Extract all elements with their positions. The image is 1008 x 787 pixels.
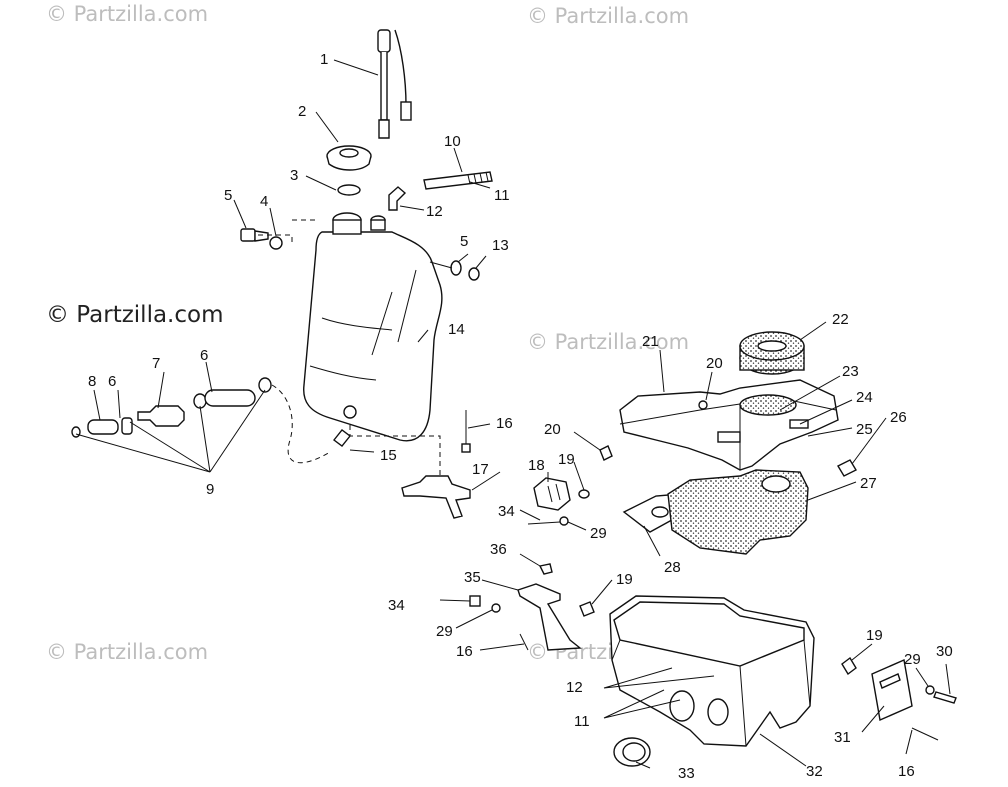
- bolt-lower-right-part: [911, 727, 939, 741]
- outlet-fitting-part: [333, 429, 351, 447]
- callout-5b: 5: [460, 233, 468, 250]
- callout-20: 20: [544, 421, 561, 438]
- airbox-housing-part: [609, 595, 815, 747]
- callout-7: 7: [152, 355, 160, 372]
- tank-bolt-left-part: [240, 219, 318, 250]
- fuel-tank-part: [303, 212, 443, 442]
- callout-4: 4: [260, 193, 268, 210]
- callout-28: 28: [664, 559, 681, 576]
- clamp-upper-part: [698, 400, 708, 410]
- fuel-pump-part: [527, 477, 590, 526]
- callout-6b: 6: [200, 347, 208, 364]
- tank-fastener-right-part: [429, 260, 480, 281]
- callout-labels: 1 2 3 4 5 5 6 6 7 8 9 10 11 12 13 14 15 …: [88, 51, 953, 782]
- cap-gasket-part: [337, 184, 361, 196]
- callout-2: 2: [298, 103, 306, 120]
- callout-30: 30: [936, 643, 953, 660]
- callout-31: 31: [834, 729, 851, 746]
- watermark-top-center: © Partzilla.com: [527, 4, 690, 28]
- callout-26: 26: [890, 409, 907, 426]
- watermark-top-left: © Partzilla.com: [46, 2, 209, 26]
- callout-16: 16: [496, 415, 513, 432]
- intake-screen-part: [739, 394, 797, 416]
- grommet-left-part: [579, 601, 595, 617]
- bolt-upper-part: [461, 410, 471, 453]
- callout-1: 1: [320, 51, 328, 68]
- callout-18: 18: [528, 457, 545, 474]
- mount-plate-part: [871, 659, 913, 721]
- callout-8: 8: [88, 373, 96, 390]
- callout-22: 22: [832, 311, 849, 328]
- callout-35: 35: [464, 569, 481, 586]
- callout-5: 5: [224, 187, 232, 204]
- callout-34: 34: [498, 503, 515, 520]
- leader-lines: [75, 59, 951, 769]
- watermark-main: © Partzilla.com: [46, 302, 224, 328]
- elbow-fitting-part: [388, 186, 407, 211]
- callout-20b: 20: [706, 355, 723, 372]
- fuel-filter-assembly: [71, 377, 331, 464]
- callout-9: 9: [206, 481, 214, 498]
- callout-11b: 11: [574, 713, 590, 730]
- callout-21: 21: [642, 333, 659, 350]
- callout-25: 25: [856, 421, 873, 438]
- callout-19: 19: [558, 451, 575, 468]
- callout-11: 11: [494, 187, 510, 204]
- callout-19c: 19: [866, 627, 883, 644]
- callout-10: 10: [444, 133, 461, 150]
- callout-12: 12: [426, 203, 443, 220]
- callout-33: 33: [678, 765, 695, 782]
- watermark-bottom-left: © Partzilla.com: [46, 640, 209, 664]
- plate-slot: [879, 673, 901, 689]
- airbox-cover-part: [619, 379, 839, 471]
- callout-34b: 34: [388, 597, 405, 614]
- tank-bracket-part: [401, 475, 471, 519]
- callout-32: 32: [806, 763, 823, 780]
- callout-14: 14: [448, 321, 465, 338]
- intake-boot-part: [613, 737, 651, 767]
- watermark-middle: © Partzilla.com: [527, 330, 690, 354]
- grommet-right-part: [841, 656, 857, 676]
- vent-hose-part: [423, 171, 493, 190]
- callout-23: 23: [842, 363, 859, 380]
- callout-13: 13: [492, 237, 509, 254]
- airbox-bracket-part: [517, 583, 582, 651]
- callout-36: 36: [490, 541, 507, 558]
- air-filter-foam-part: [739, 331, 805, 375]
- callout-24: 24: [856, 389, 873, 406]
- clamp-lower-part: [599, 445, 613, 461]
- cover-clip-part: [837, 459, 857, 477]
- callout-6: 6: [108, 373, 116, 390]
- callout-19b: 19: [616, 571, 633, 588]
- callout-29b: 29: [436, 623, 453, 640]
- air-filter-element-part: [622, 469, 809, 555]
- callout-15: 15: [380, 447, 397, 464]
- callout-17: 17: [472, 461, 489, 478]
- callout-16c: 16: [898, 763, 915, 780]
- clip-part: [538, 563, 553, 575]
- callout-27: 27: [860, 475, 877, 492]
- callout-16b: 16: [456, 643, 473, 660]
- callout-3: 3: [290, 167, 298, 184]
- fuel-cap-part: [326, 145, 372, 171]
- callout-29c: 29: [904, 651, 921, 668]
- bolt-right-part: [925, 685, 957, 704]
- callout-12b: 12: [566, 679, 583, 696]
- bolt-left-part: [439, 595, 529, 651]
- fuel-sender-part: [377, 29, 412, 139]
- callout-29: 29: [590, 525, 607, 542]
